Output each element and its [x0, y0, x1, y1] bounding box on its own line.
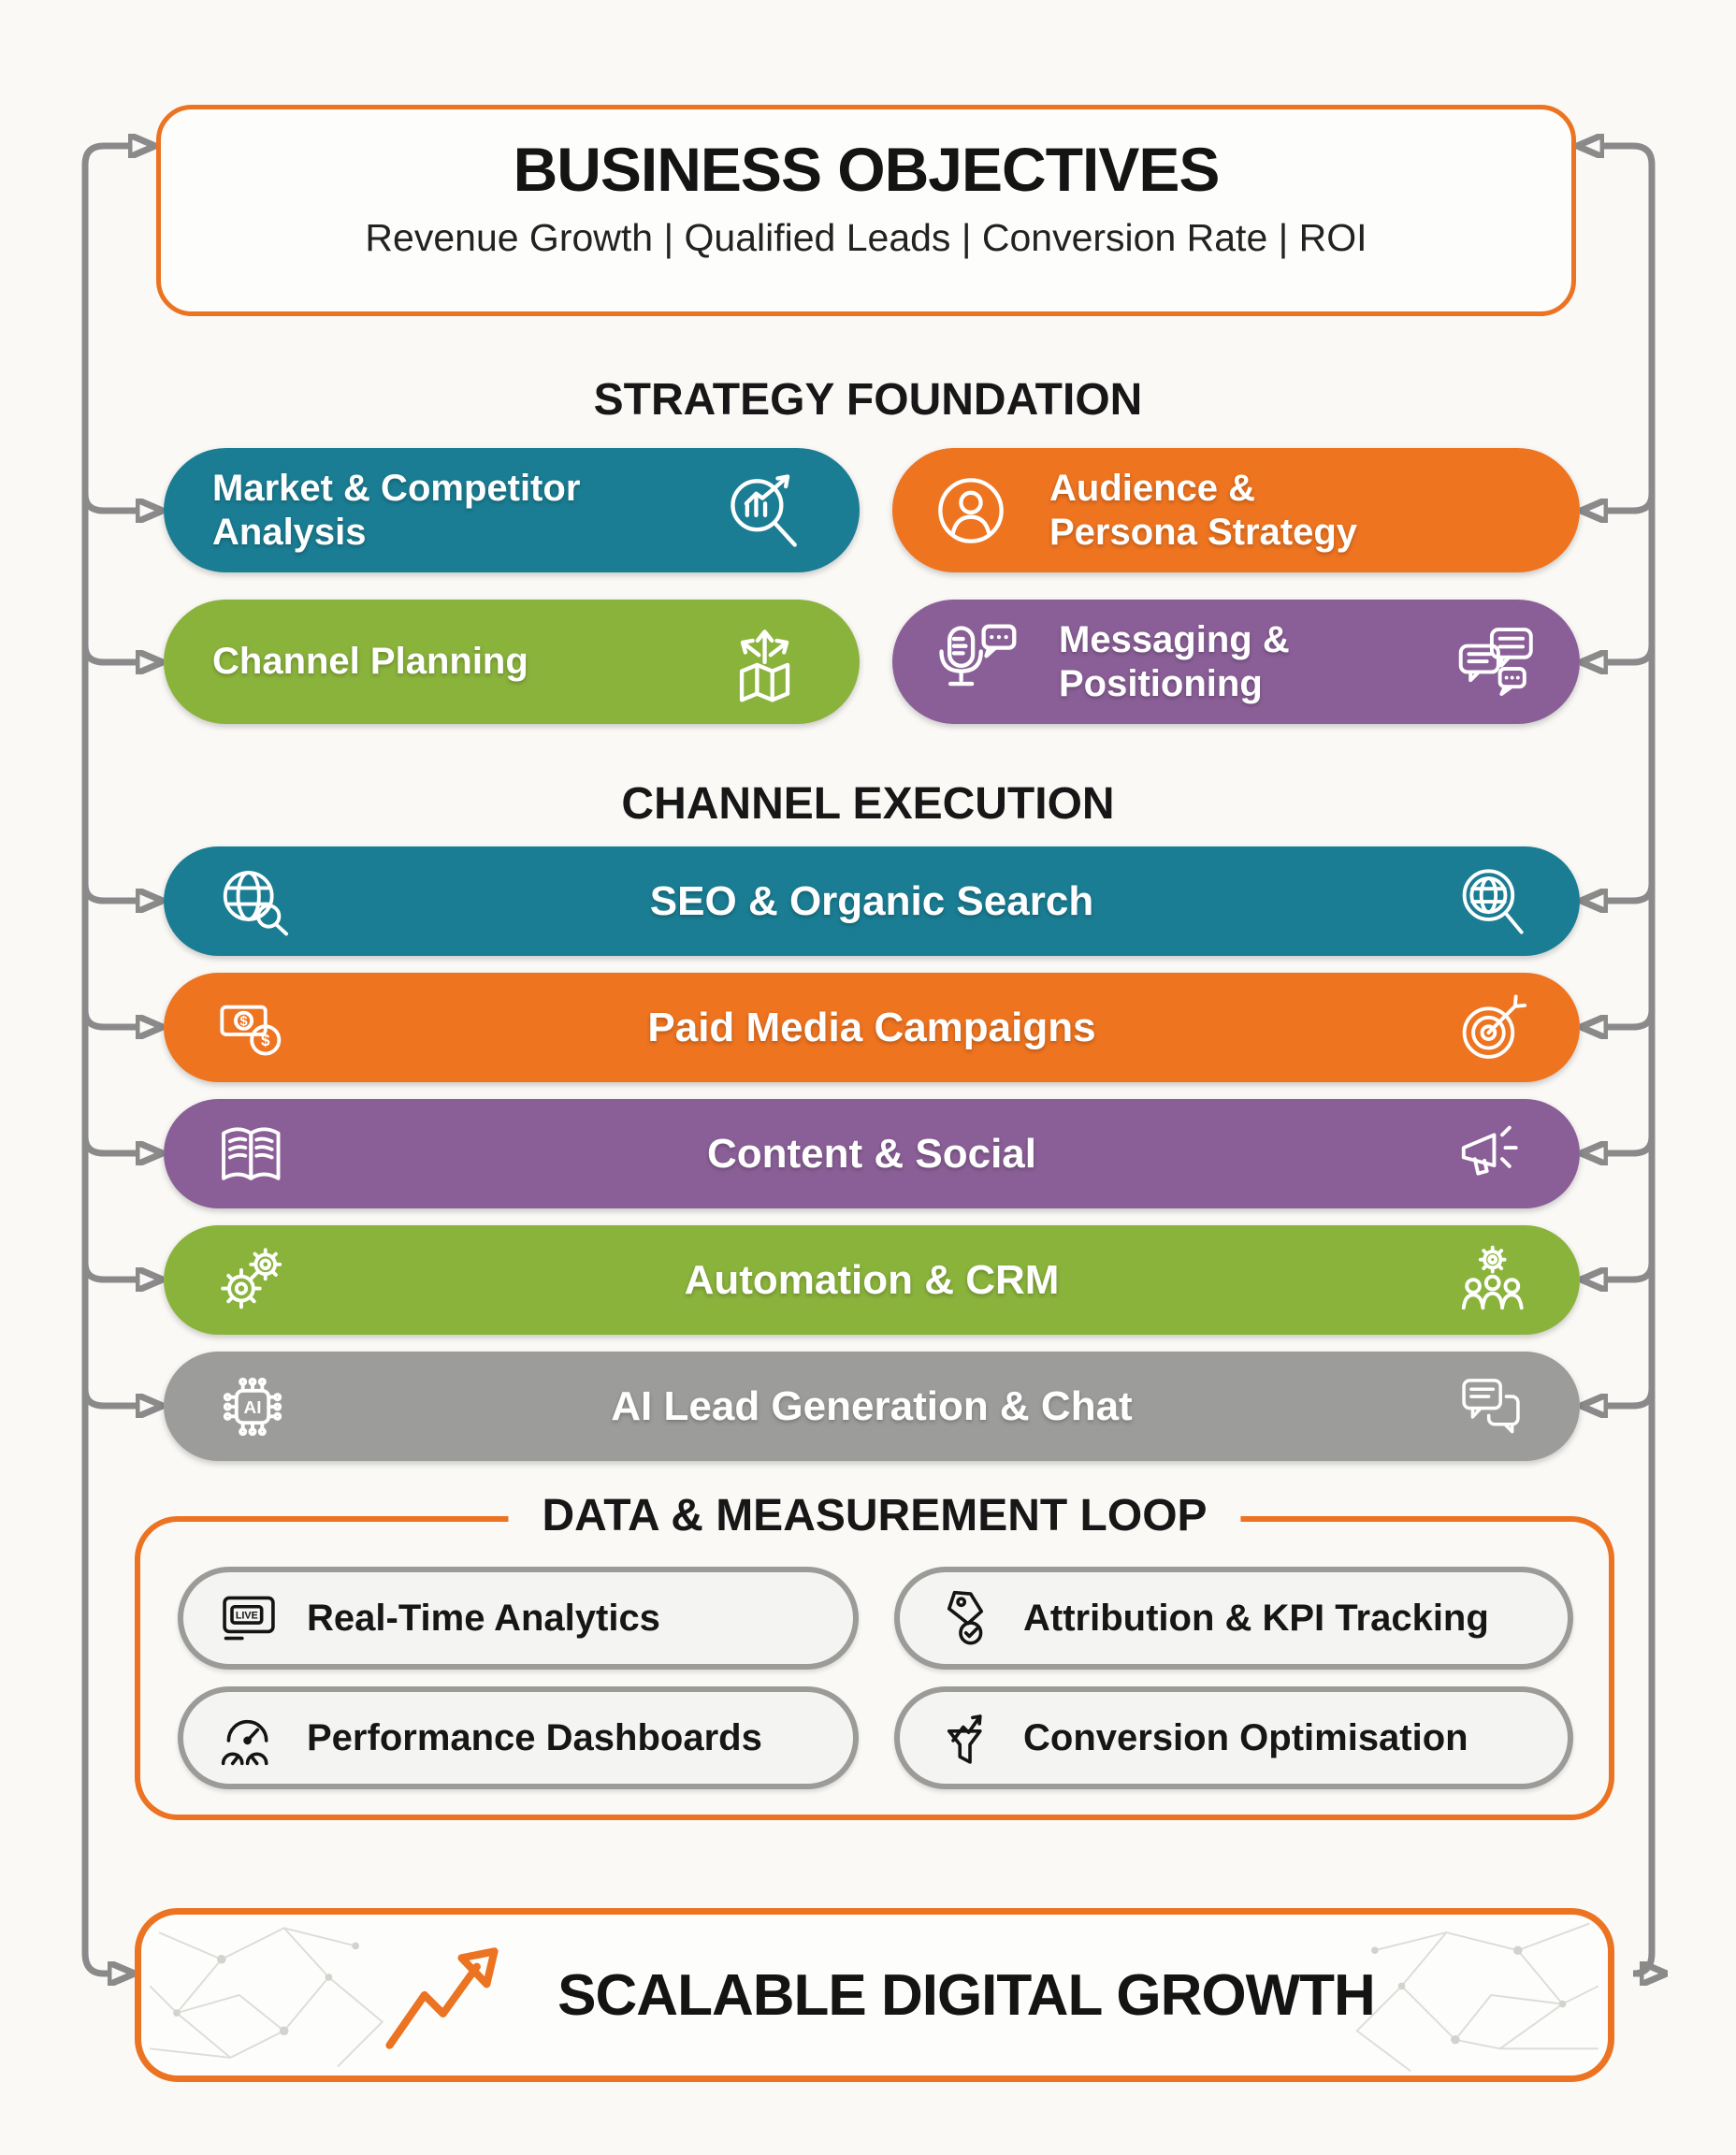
left-branch-paid [81, 1009, 137, 1027]
business-objectives-subtitle: Revenue Growth | Qualified Leads | Conve… [365, 216, 1367, 259]
globe-search-icon [212, 861, 293, 942]
pill-audience-persona-strategy: Audience & Persona Strategy [892, 448, 1580, 572]
left-branch-growth [81, 1952, 108, 1974]
pill-label: Market & Competitor Analysis [212, 468, 581, 553]
chart-magnifier-icon [721, 466, 811, 556]
pill-channel-planning: Channel Planning [164, 600, 860, 724]
funnel-arrow-icon [932, 1704, 999, 1772]
right-branch-objectives [1603, 146, 1656, 166]
right-branch-content [1607, 1135, 1656, 1153]
gears-icon [212, 1240, 293, 1321]
gauge-icon [215, 1704, 282, 1772]
svg-text:$: $ [261, 1030, 270, 1049]
pill-real-time-analytics: LIVE Real-Time Analytics [178, 1567, 859, 1670]
gear-people-icon [1451, 1240, 1531, 1321]
chat-bubbles-icon [1451, 1367, 1531, 1447]
right-branch-paid [1607, 1009, 1656, 1027]
live-screen-icon: LIVE [215, 1584, 282, 1652]
growth-box: SCALABLE DIGITAL GROWTH [135, 1908, 1614, 2082]
pill-label: Content & Social [706, 1130, 1037, 1177]
left-branch-objectives [81, 146, 129, 166]
target-dart-icon [1451, 988, 1531, 1068]
pill-seo-organic-search: SEO & Organic Search [164, 846, 1580, 956]
pill-market-competitor-analysis: Market & Competitor Analysis [164, 448, 860, 572]
pill-label: Performance Dashboards [307, 1716, 762, 1758]
pill-label: Real-Time Analytics [307, 1597, 660, 1639]
channel-execution-heading: CHANNEL EXECUTION [621, 779, 1115, 829]
svg-text:AI: AI [244, 1397, 262, 1417]
pill-label: Automation & CRM [684, 1256, 1060, 1303]
business-objectives-title: BUSINESS OBJECTIVES [513, 135, 1221, 204]
left-branch-automation [81, 1262, 137, 1280]
pill-label: Channel Planning [212, 641, 528, 683]
tag-check-icon [932, 1584, 999, 1652]
pill-label: Attribution & KPI Tracking [1023, 1597, 1489, 1639]
ai-chip-icon: AI [212, 1367, 293, 1447]
money-icon: $ $ [212, 988, 293, 1068]
pill-performance-dashboards: Performance Dashboards [178, 1686, 859, 1789]
right-branch-growth [1632, 1952, 1652, 1974]
right-branch-seo [1607, 883, 1656, 901]
map-arrows-icon [721, 617, 811, 707]
person-circle-icon [926, 466, 1016, 556]
pill-label: SEO & Organic Search [649, 877, 1094, 924]
chat-bubbles-icon [1453, 617, 1542, 707]
pill-label: Audience & Persona Strategy [1049, 468, 1358, 553]
left-branch-content [81, 1135, 137, 1153]
pill-label: Paid Media Campaigns [647, 1004, 1096, 1050]
megaphone-icon [1451, 1114, 1531, 1194]
pill-label: Conversion Optimisation [1023, 1716, 1468, 1758]
svg-text:LIVE: LIVE [236, 1611, 258, 1622]
pill-messaging-positioning: Messaging & Positioning [892, 600, 1580, 724]
pill-ai-lead-generation-chat: AI AI Lead Generation & Chat [164, 1352, 1580, 1461]
data-measurement-heading: DATA & MEASUREMENT LOOP [508, 1490, 1241, 1541]
left-branch-strategy-row2 [81, 644, 137, 662]
growth-title: SCALABLE DIGITAL GROWTH [557, 1962, 1376, 2028]
pill-paid-media-campaigns: $ $ Paid Media Campaigns [164, 973, 1580, 1082]
strategy-foundation-heading: STRATEGY FOUNDATION [593, 375, 1143, 425]
pill-conversion-optimisation: Conversion Optimisation [894, 1686, 1573, 1789]
right-branch-ai [1607, 1388, 1656, 1406]
growth-arrow-icon [374, 1930, 516, 2061]
right-branch-strategy-row2 [1607, 644, 1656, 662]
data-measurement-box: DATA & MEASUREMENT LOOP LIVE Real-Time A… [135, 1490, 1614, 1820]
svg-text:$: $ [239, 1014, 247, 1029]
left-branch-ai [81, 1388, 137, 1406]
left-branch-strategy-row1 [81, 493, 137, 511]
pill-attribution-kpi-tracking: Attribution & KPI Tracking [894, 1567, 1573, 1670]
globe-magnifier-icon [1451, 861, 1531, 942]
business-objectives-box: BUSINESS OBJECTIVES Revenue Growth | Qua… [156, 105, 1576, 316]
pill-label: Messaging & Positioning [1059, 619, 1290, 704]
pill-label: AI Lead Generation & Chat [611, 1382, 1133, 1429]
left-branch-seo [81, 883, 137, 901]
microphone-speech-icon [920, 617, 1031, 707]
pill-content-social: Content & Social [164, 1099, 1580, 1208]
right-branch-strategy-row1 [1607, 493, 1656, 511]
open-book-icon [212, 1114, 293, 1194]
pill-automation-crm: Automation & CRM [164, 1225, 1580, 1335]
right-branch-automation [1607, 1262, 1656, 1280]
